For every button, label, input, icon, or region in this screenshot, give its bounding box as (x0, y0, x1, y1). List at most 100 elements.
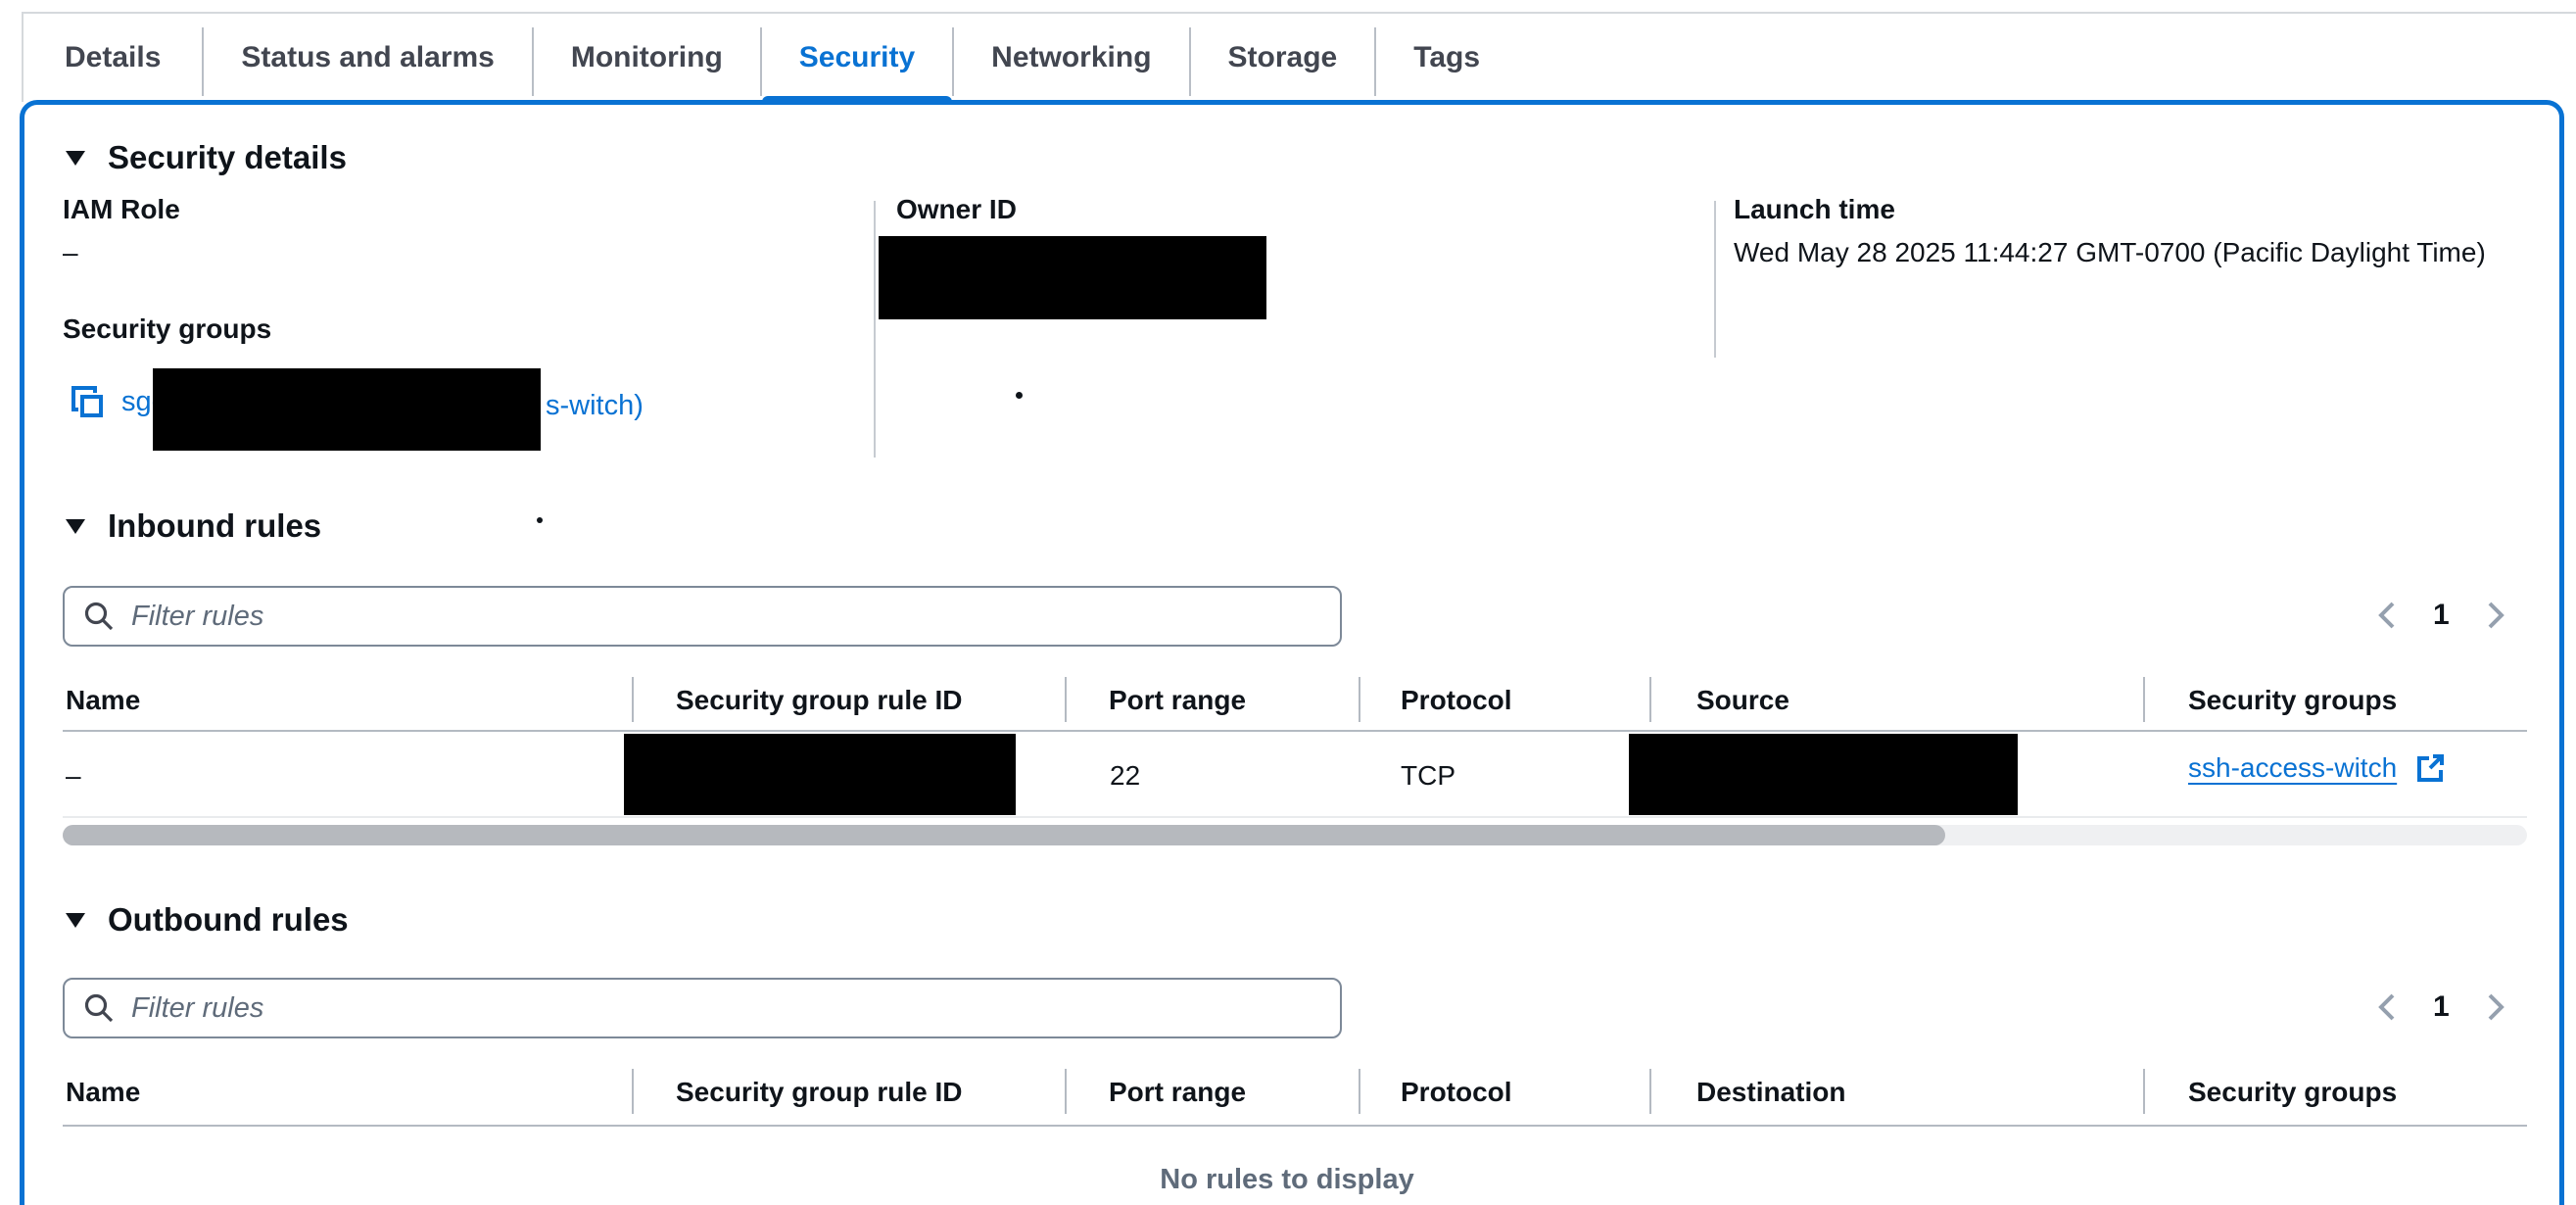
row-border (63, 816, 2527, 818)
column-separator (1649, 677, 1651, 722)
security-group-link-row: sg- (69, 380, 161, 423)
tab-label: Networking (991, 41, 1152, 73)
next-page-button[interactable] (2479, 988, 2512, 1027)
tab-divider (531, 27, 534, 96)
copy-squares-glyph (72, 386, 103, 417)
tab-divider (952, 27, 955, 96)
row-port-range-cell: 22 (1110, 760, 1141, 791)
inbound-pagination: 1 (2370, 596, 2512, 635)
no-rules-message: No rules to display (1160, 1164, 1414, 1195)
row-name-cell: – (66, 760, 81, 791)
previous-page-button[interactable] (2370, 596, 2404, 635)
tab-divider (1374, 27, 1377, 96)
column-divider (874, 201, 876, 458)
owner-id-label: Owner ID (896, 194, 1017, 224)
security-groups-label: Security groups (63, 313, 272, 344)
external-link-icon[interactable] (2412, 750, 2448, 786)
horizontal-scrollbar-track[interactable] (63, 825, 2527, 845)
tab-status-and-alarms[interactable]: Status and alarms (204, 14, 531, 102)
table-header-border (63, 1125, 2527, 1127)
next-page-button[interactable] (2479, 596, 2512, 635)
launch-time-value: Wed May 28 2025 11:44:27 GMT-0700 (Pacif… (1734, 237, 2486, 267)
outbound-filter (63, 978, 1342, 1038)
outbound-col-protocol[interactable]: Protocol (1401, 1077, 1512, 1107)
iam-role-value: – (63, 237, 78, 267)
tab-label: Monitoring (570, 41, 723, 73)
page-number[interactable]: 1 (2433, 599, 2450, 631)
column-separator (2143, 1069, 2145, 1114)
tab-divider (1188, 27, 1191, 96)
outbound-col-name[interactable]: Name (66, 1077, 141, 1107)
rule-id-redacted (624, 734, 1016, 815)
iam-role-label: IAM Role (63, 194, 180, 224)
collapse-triangle-icon (66, 150, 85, 166)
source-redacted (1629, 734, 2018, 815)
dot-artifact (1016, 392, 1023, 399)
column-separator (1359, 1069, 1360, 1114)
column-separator (632, 1069, 634, 1114)
top-hairline (22, 12, 2576, 14)
inbound-col-rule-id[interactable]: Security group rule ID (676, 685, 963, 715)
chevron-right-icon (2488, 602, 2504, 629)
outbound-col-rule-id[interactable]: Security group rule ID (676, 1077, 963, 1107)
outbound-filter-input[interactable] (129, 990, 1322, 1026)
collapse-triangle-icon (66, 518, 85, 534)
column-separator (632, 677, 634, 722)
outbound-col-port-range[interactable]: Port range (1109, 1077, 1247, 1107)
tab-security[interactable]: Security (761, 14, 953, 106)
column-separator (1359, 677, 1360, 722)
tab-tags[interactable]: Tags (1376, 14, 1517, 102)
previous-page-button[interactable] (2370, 988, 2404, 1027)
security-group-link-suffix[interactable]: s-witch) (546, 390, 644, 421)
chevron-left-icon (2378, 602, 2395, 629)
tab-networking[interactable]: Networking (954, 14, 1188, 102)
section-title: Outbound rules (108, 901, 349, 938)
search-icon (84, 993, 114, 1023)
tab-label: Tags (1413, 41, 1481, 73)
inbound-col-port-range[interactable]: Port range (1109, 685, 1247, 715)
outbound-col-security-groups[interactable]: Security groups (2188, 1077, 2398, 1107)
inbound-col-name[interactable]: Name (66, 685, 141, 715)
tab-divider (759, 27, 762, 96)
search-icon (84, 602, 114, 631)
row-protocol-cell: TCP (1401, 760, 1455, 791)
outbound-col-destination[interactable]: Destination (1696, 1077, 1846, 1107)
outbound-pagination: 1 (2370, 988, 2512, 1027)
tab-label: Security (798, 41, 916, 73)
tab-label: Storage (1227, 41, 1338, 73)
column-separator (1649, 1069, 1651, 1114)
security-details-header[interactable]: Security details (65, 139, 347, 176)
security-group-id-redacted (153, 368, 541, 451)
horizontal-scrollbar-thumb[interactable] (63, 825, 1945, 845)
chevron-left-icon (2378, 993, 2395, 1021)
chevron-right-icon (2488, 993, 2504, 1021)
tab-bar: Details Status and alarms Monitoring Sec… (24, 14, 1517, 106)
tab-divider (202, 27, 205, 96)
tab-details[interactable]: Details (24, 14, 202, 102)
table-header-border (63, 730, 2527, 732)
left-hairline (22, 12, 24, 102)
inbound-col-protocol[interactable]: Protocol (1401, 685, 1512, 715)
inbound-filter-input[interactable] (129, 599, 1322, 634)
page-number[interactable]: 1 (2433, 990, 2450, 1023)
security-group-external-link[interactable]: ssh-access-witch (2188, 752, 2398, 783)
inbound-col-security-groups[interactable]: Security groups (2188, 685, 2398, 715)
inbound-rules-header[interactable]: Inbound rules (65, 507, 321, 545)
collapse-triangle-icon (66, 912, 85, 928)
outbound-rules-header[interactable]: Outbound rules (65, 901, 349, 939)
tab-monitoring[interactable]: Monitoring (534, 14, 760, 102)
row-security-group-cell: ssh-access-witch (2188, 750, 2448, 786)
column-separator (1065, 677, 1067, 722)
launch-time-label: Launch time (1734, 194, 1895, 224)
section-title: Security details (108, 139, 347, 175)
copy-icon[interactable] (69, 380, 108, 423)
dot-artifact (537, 517, 543, 523)
tab-label: Status and alarms (241, 41, 495, 73)
inbound-filter (63, 586, 1342, 647)
tab-label: Details (65, 41, 162, 73)
inbound-col-source[interactable]: Source (1696, 685, 1789, 715)
owner-id-redacted-value (879, 236, 1266, 319)
column-divider (1714, 201, 1716, 358)
tab-storage[interactable]: Storage (1191, 14, 1375, 102)
